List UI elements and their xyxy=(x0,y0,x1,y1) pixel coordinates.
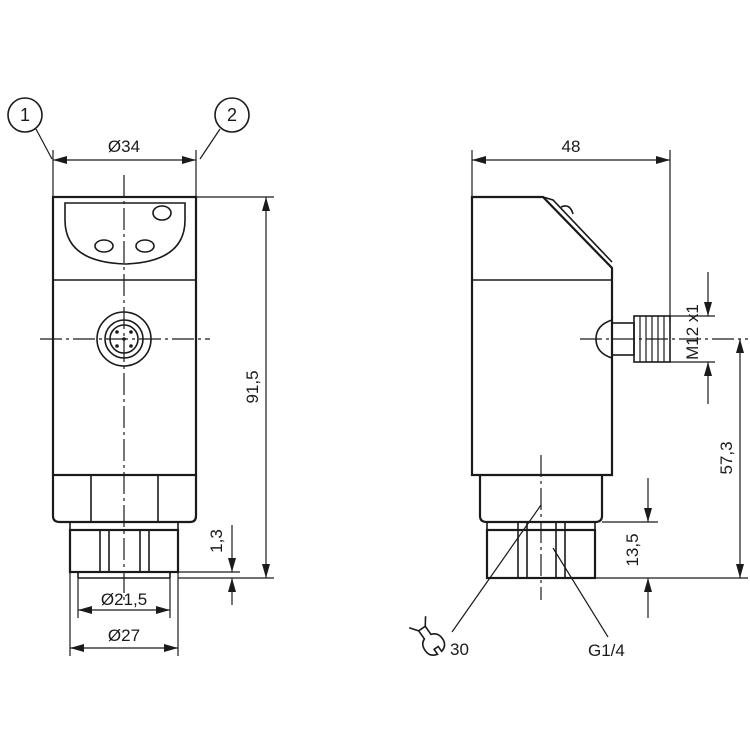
dim-connector-height-label: 57,3 xyxy=(717,441,736,474)
wrench-size-label: 30 xyxy=(450,640,469,659)
dim-connector-thread-label: M12 x1 xyxy=(683,304,702,360)
dim-housing-diameter: Ø34 xyxy=(52,137,197,197)
dim-side-width-label: 48 xyxy=(562,137,581,156)
side-housing xyxy=(470,195,614,477)
dim-housing-diameter-label: Ø34 xyxy=(108,137,140,156)
wrench-icon xyxy=(408,616,446,656)
dim-total-height-label: 91,5 xyxy=(243,370,262,403)
dim-side-width: 48 xyxy=(471,137,671,322)
wrench-callout: 30 xyxy=(408,504,542,659)
dim-connector-height: 57,3 xyxy=(595,339,748,579)
dim-thread-height: 13,5 xyxy=(602,478,658,618)
callout-2: 2 xyxy=(199,97,250,160)
callout-1-label: 1 xyxy=(20,105,30,125)
dim-thread-outer: Ø27 xyxy=(69,572,179,656)
button-right xyxy=(135,239,155,253)
dim-thread-offset-label: 1,3 xyxy=(207,529,226,553)
callout-2-label: 2 xyxy=(227,105,237,125)
callout-1: 1 xyxy=(7,97,53,160)
thread-side xyxy=(485,522,597,580)
process-thread-callout: G1/4 xyxy=(552,547,625,660)
dim-thread-outer-label: Ø27 xyxy=(108,626,140,645)
led-top xyxy=(152,205,172,221)
process-thread-label: G1/4 xyxy=(588,641,625,660)
hex-nut-front xyxy=(51,475,198,524)
dim-thread-height-label: 13,5 xyxy=(623,533,642,566)
dim-thread-inner-label: Ø21,5 xyxy=(101,590,147,609)
front-view: 1 2 Ø34 xyxy=(7,97,274,656)
side-view: 48 xyxy=(408,137,748,660)
button-left xyxy=(94,239,114,253)
dim-connector-thread: M12 x1 xyxy=(670,272,715,404)
dim-total-height: 91,5 xyxy=(178,196,274,579)
display-window xyxy=(64,202,186,265)
dim-thread-offset: 1,3 xyxy=(178,525,240,605)
dim-thread-inner: Ø21,5 xyxy=(77,578,171,618)
